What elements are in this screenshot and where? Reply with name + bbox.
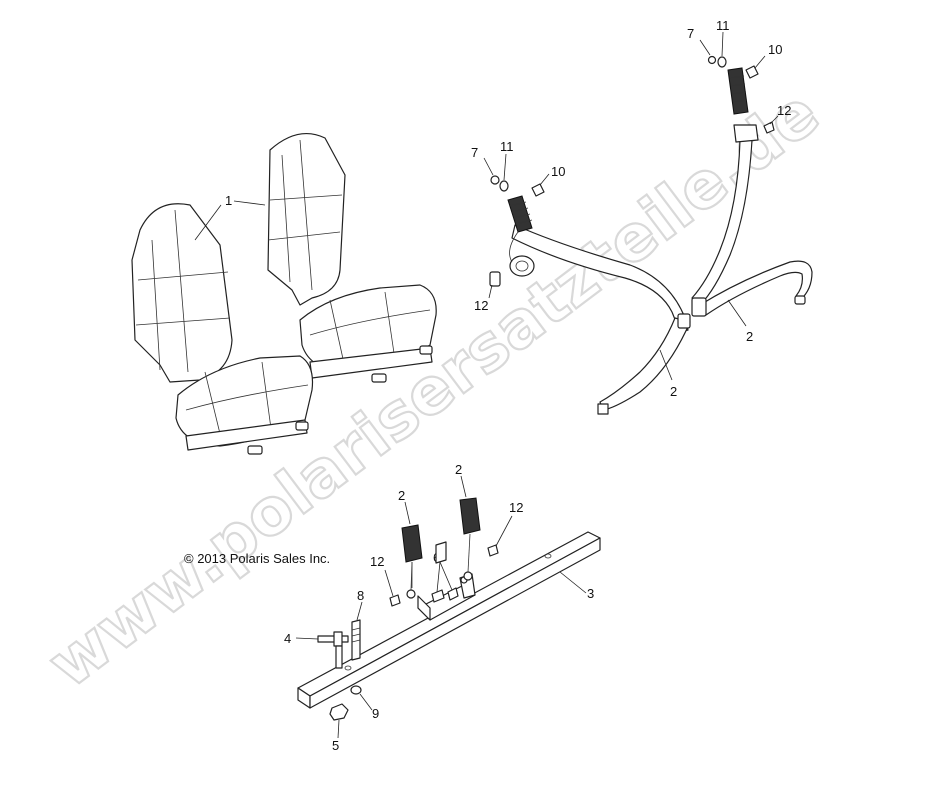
- callouts-upper-belts: 2 2: [659, 299, 753, 399]
- stud: 8: [351, 588, 364, 661]
- svg-text:1: 1: [225, 193, 232, 208]
- svg-text:7: 7: [471, 145, 478, 160]
- nut: 5: [329, 703, 349, 753]
- svg-text:9: 9: [372, 706, 379, 721]
- callout-seat: 1: [194, 193, 266, 241]
- svg-text:2: 2: [455, 462, 462, 477]
- clip-bar-right: 12: [487, 500, 523, 557]
- washer-small: 9: [350, 685, 379, 721]
- svg-text:2: 2: [398, 488, 405, 503]
- buckle-left: 2: [398, 488, 423, 599]
- svg-text:11: 11: [716, 18, 730, 33]
- buckle-tongue: [435, 541, 447, 564]
- seat-rear: [267, 132, 437, 383]
- svg-text:12: 12: [509, 500, 523, 515]
- svg-text:2: 2: [670, 384, 677, 399]
- bolt: 4: [284, 631, 349, 669]
- svg-text:7: 7: [687, 26, 694, 41]
- svg-text:2: 2: [746, 329, 753, 344]
- copyright-text: © 2013 Polaris Sales Inc.: [184, 551, 330, 566]
- fasteners-upper-left: 7 11 10 12: [471, 139, 565, 313]
- mounting-bar-assembly: 6 3: [297, 531, 601, 709]
- svg-text:12: 12: [474, 298, 488, 313]
- svg-text:4: 4: [284, 631, 291, 646]
- buckle-right: 2: [455, 462, 481, 581]
- svg-text:5: 5: [332, 738, 339, 753]
- seatbelt-upper-left: [489, 195, 691, 415]
- svg-text:10: 10: [551, 164, 565, 179]
- svg-text:10: 10: [768, 42, 782, 57]
- svg-text:8: 8: [357, 588, 364, 603]
- clip-bar-left: 12: [370, 554, 401, 607]
- fasteners-upper-right: 7 11 10 12: [687, 18, 791, 134]
- svg-text:3: 3: [587, 586, 594, 601]
- seat-front: [131, 203, 314, 455]
- svg-text:12: 12: [370, 554, 384, 569]
- svg-text:11: 11: [500, 139, 514, 154]
- seatbelt-upper-right: [691, 67, 813, 317]
- svg-text:12: 12: [777, 103, 791, 118]
